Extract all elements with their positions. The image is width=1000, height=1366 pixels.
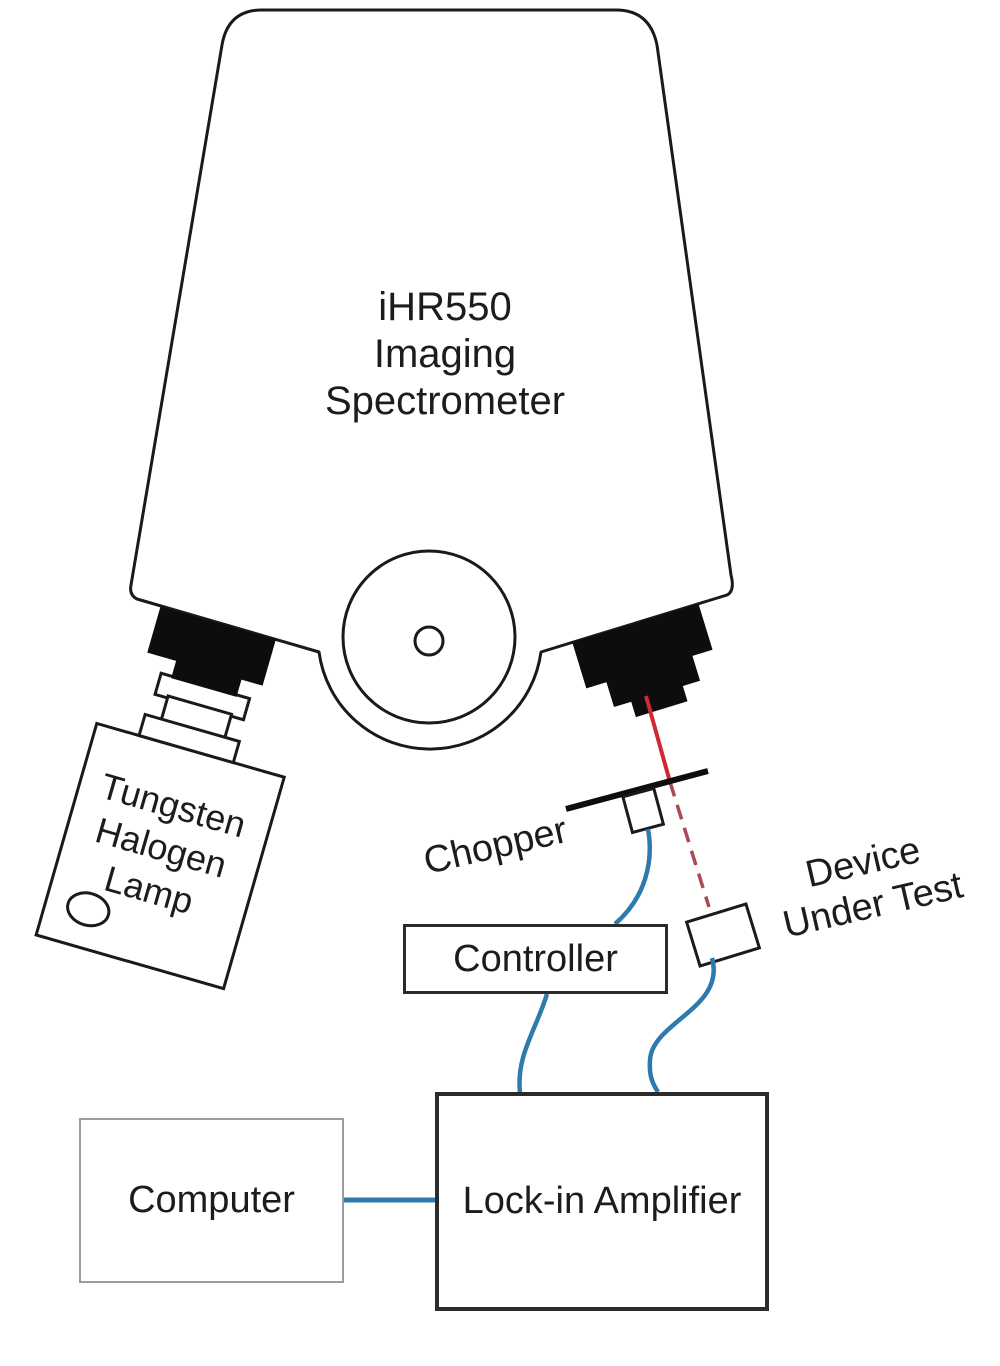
lamp-tube-collar-lower bbox=[137, 712, 242, 765]
beam-dashed bbox=[668, 781, 711, 908]
chopper-motor bbox=[621, 786, 666, 835]
beam-solid bbox=[644, 695, 672, 783]
cable-chopper-controller bbox=[613, 828, 652, 926]
spectrometer-label-line3: Spectrometer bbox=[324, 379, 566, 423]
spectrometer-body bbox=[129, 8, 734, 751]
controller-label: Controller bbox=[453, 937, 618, 980]
front-port-center-dot bbox=[413, 625, 445, 657]
exit-port-nub bbox=[630, 684, 688, 718]
entrance-port-flange bbox=[147, 606, 276, 686]
spectrometer-label: iHR550 Imaging Spectrometer bbox=[295, 284, 595, 425]
spectrometer-label-line2: Imaging bbox=[373, 332, 517, 376]
computer-label: Computer bbox=[128, 1179, 295, 1221]
cable-controller-lockin bbox=[517, 993, 550, 1093]
controller-box: Controller bbox=[403, 924, 668, 994]
exit-port bbox=[572, 603, 713, 718]
lamp-window-ellipse bbox=[66, 891, 111, 928]
chopper-blade bbox=[565, 768, 709, 812]
entrance-port-nub bbox=[171, 658, 243, 697]
computer-box: Computer bbox=[79, 1118, 344, 1283]
entrance-port-lamp-assembly bbox=[34, 606, 287, 991]
exit-port-flange bbox=[572, 603, 713, 689]
cable-dut-lockin bbox=[647, 957, 716, 1094]
lockin-amplifier-label: Lock-in Amplifier bbox=[462, 1180, 742, 1222]
lockin-amplifier-box: Lock-in Amplifier bbox=[435, 1092, 769, 1311]
exit-port-body bbox=[605, 653, 701, 708]
spectrometer-label-line1: iHR550 bbox=[378, 285, 512, 329]
dut-box bbox=[684, 902, 762, 968]
